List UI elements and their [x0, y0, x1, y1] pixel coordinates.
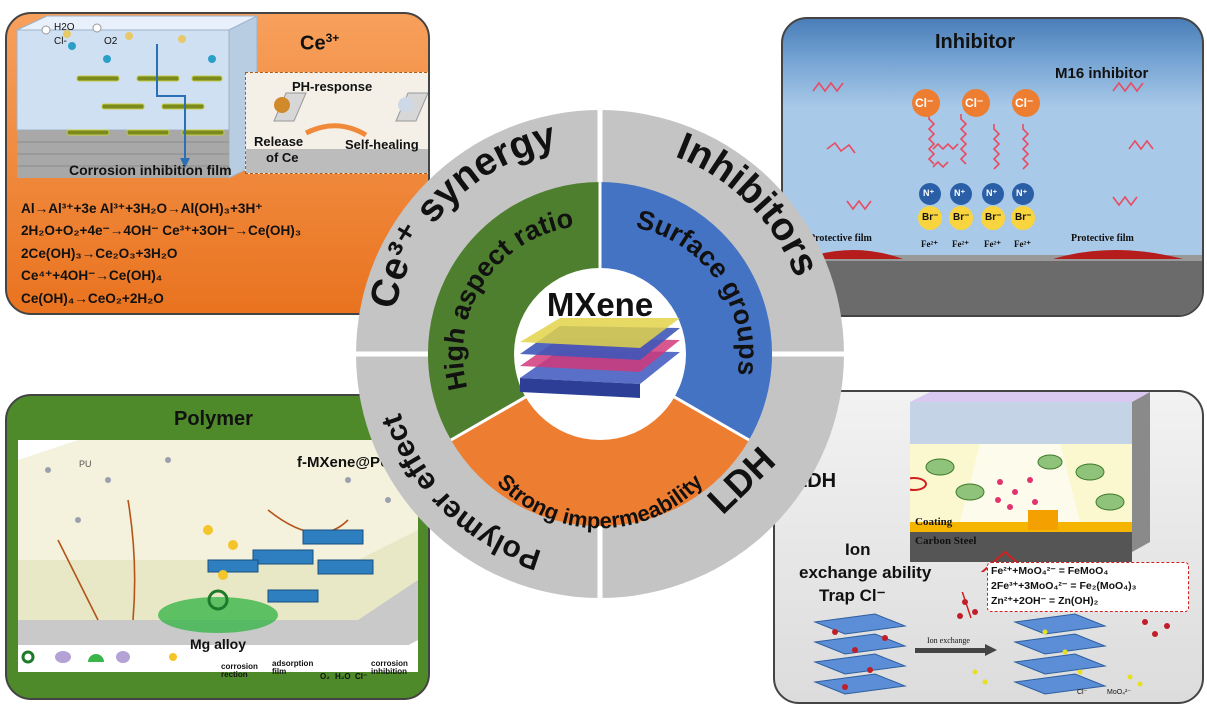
- legend-corrosion-inhibition: corrosion inhibition: [371, 659, 408, 676]
- coating-label: Coating: [915, 516, 953, 528]
- polymer-illustration: [18, 440, 418, 672]
- br-1: Br⁻: [922, 212, 939, 223]
- equation-3: 2Ce(OH)₃→Ce₂O₃+3H₂O: [21, 246, 178, 261]
- equation-4: Ce⁴⁺+4OH⁻→Ce(OH)₄: [21, 268, 163, 283]
- ldh-legend-cl: Cl⁻: [1077, 689, 1088, 696]
- inhibitor-illustration: [783, 81, 1202, 315]
- species-cl: Cl-: [54, 36, 67, 47]
- ability-line-2: exchange ability: [799, 563, 932, 582]
- substrate-label: Mg alloy: [190, 636, 247, 652]
- n-head-1: N⁺: [923, 188, 935, 198]
- legend-cl: Cl⁻: [355, 672, 368, 681]
- composite-label: f-MXene@PU: [297, 454, 391, 471]
- equation-1: Al→Al³⁺+3e Al³⁺+3H₂O→Al(OH)₃+3H⁺: [21, 201, 263, 216]
- pu-label: PU: [79, 459, 92, 469]
- ldh-panel: Coating Carbon Steel LDH Ion exchange ab…: [773, 390, 1204, 704]
- protective-film-right: Protective film: [1071, 233, 1134, 244]
- ldh-ion-exchange-illustration: [813, 592, 1170, 695]
- mxene-label: MXene: [547, 286, 653, 323]
- polymer-title: Polymer: [174, 408, 253, 430]
- substrate-label-ldh: Carbon Steel: [915, 535, 977, 547]
- fe-4: Fe²⁺: [1014, 239, 1031, 249]
- br-3: Br⁻: [985, 212, 1002, 223]
- reaction-1: Fe²⁺+MoO₄²⁻ = FeMoO₄: [991, 565, 1109, 577]
- n-head-2: N⁺: [954, 188, 966, 198]
- coating-cube-illustration: [16, 15, 258, 179]
- legend-h2o: H₂O: [335, 672, 351, 681]
- species-o2: O2: [104, 36, 118, 47]
- ability-line-1: Ion: [845, 540, 871, 559]
- inner-ring: [427, 181, 773, 527]
- cl-ion-2: Cl⁻: [965, 96, 984, 110]
- legend-corrosion-reaction: corrosion rection: [221, 662, 258, 679]
- fe-2: Fe²⁺: [952, 239, 969, 249]
- fe-3: Fe²⁺: [984, 239, 1001, 249]
- polymer-panel: Polymer f-MXene@PU PU Mg alloy: [5, 394, 430, 700]
- protective-film-left: Protective film: [809, 233, 872, 244]
- reaction-2: 2Fe³⁺+3MoO₄²⁻ = Fe₂(MoO₄)₃: [991, 580, 1137, 592]
- ldh-coating-illustration: [910, 392, 1150, 572]
- equation-2: 2H₂O+O₂+4e⁻→4OH⁻ Ce³⁺+3OH⁻→Ce(OH)₃: [21, 223, 302, 238]
- legend-adsorption-film: adsorption film: [272, 659, 314, 676]
- inset-illustration: [246, 92, 428, 173]
- cl-ion-3: Cl⁻: [1015, 96, 1034, 110]
- cl-ion-1: Cl⁻: [915, 96, 934, 110]
- inhibitor-panel: Inhibitor M16 inhibitor Cl⁻ Cl: [781, 17, 1204, 317]
- species-h2o: H2O: [54, 22, 75, 33]
- n-head-3: N⁺: [986, 188, 998, 198]
- ion-exchange-label: Ion exchange: [927, 636, 970, 645]
- br-4: Br⁻: [1015, 212, 1032, 223]
- release-label-2: of Ce: [266, 150, 299, 165]
- inhibitor-subtitle: M16 inhibitor: [1055, 65, 1149, 82]
- n-head-4: N⁺: [1016, 188, 1028, 198]
- ph-response-inset: [245, 72, 428, 174]
- mxene-structure-icon: [520, 318, 680, 398]
- reactions-box: [987, 562, 1189, 612]
- ability-line-3: Trap Cl⁻: [819, 586, 886, 605]
- legend-o2: O₂: [320, 672, 330, 681]
- film-label: Corrosion inhibition film: [69, 162, 232, 178]
- ph-response-label: PH-response: [292, 79, 373, 94]
- ldh-legend-moo4: MoO₄²⁻: [1107, 689, 1132, 696]
- fe-1: Fe²⁺: [921, 239, 938, 249]
- reaction-3: Zn²⁺+2OH⁻ = Zn(OH)₂: [991, 595, 1099, 607]
- self-healing-label: Self-healing: [345, 137, 419, 152]
- ce-panel: H2O O2 Cl- Corrosion inhibition film Ce3…: [5, 12, 430, 315]
- ce-title: Ce3+: [300, 31, 340, 55]
- inhibitor-title: Inhibitor: [935, 31, 1015, 53]
- br-2: Br⁻: [953, 212, 970, 223]
- equation-5: Ce(OH)₄→CeO₂+2H₂O: [21, 291, 164, 306]
- release-label-1: Release: [254, 134, 304, 149]
